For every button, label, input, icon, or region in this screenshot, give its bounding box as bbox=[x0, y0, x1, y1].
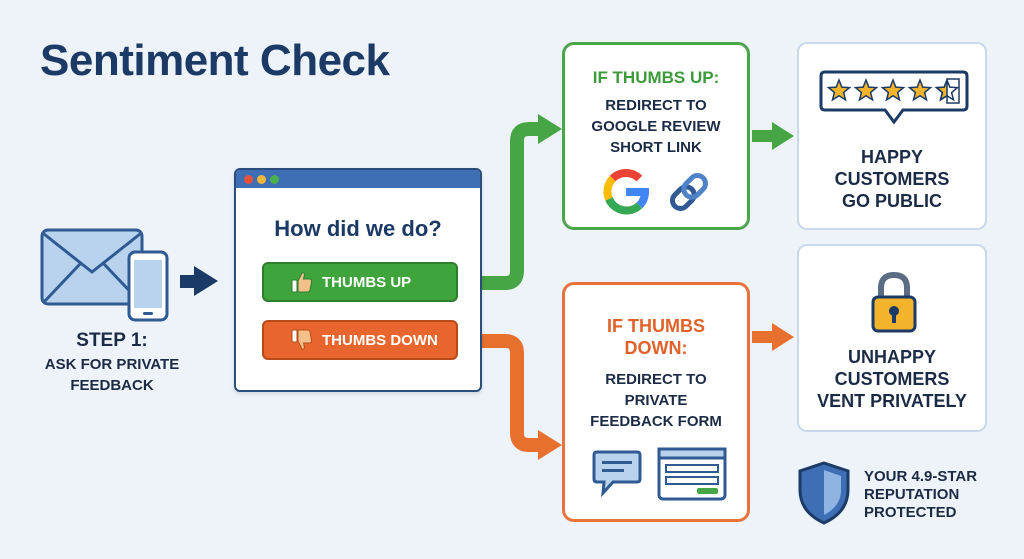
orange-result-arrow bbox=[752, 323, 794, 351]
green-result-arrow bbox=[752, 122, 794, 150]
page-title: Sentiment Check bbox=[40, 36, 390, 85]
window-dot-red bbox=[244, 175, 253, 184]
thumbs-up-button[interactable]: THUMBS UP bbox=[262, 262, 458, 302]
survey-question: How did we do? bbox=[274, 216, 442, 241]
thumbs-down-heading: IF THUMBS DOWN: bbox=[607, 316, 705, 358]
thumbs-up-icon bbox=[291, 272, 313, 293]
star-3 bbox=[880, 77, 906, 102]
unhappy-customers-text: UNHAPPY CUSTOMERS VENT PRIVATELY bbox=[817, 347, 967, 411]
star-4 bbox=[907, 77, 933, 102]
survey-window: How did we do? THUMBS UP THUMBS DOWN bbox=[234, 168, 482, 392]
phone-icon bbox=[127, 250, 169, 322]
star-2 bbox=[853, 77, 879, 102]
thumbs-up-action: REDIRECT TO GOOGLE REVIEW SHORT LINK bbox=[591, 97, 721, 156]
thumbs-down-button[interactable]: THUMBS DOWN bbox=[262, 320, 458, 360]
step-label: STEP 1: bbox=[76, 330, 148, 351]
star-outline bbox=[934, 77, 960, 102]
thumbs-down-panel: IF THUMBS DOWN: REDIRECT TO PRIVATE FEED… bbox=[562, 282, 750, 522]
star-rating-icon bbox=[819, 70, 969, 125]
form-window-icon bbox=[657, 447, 727, 501]
thumbs-up-panel: IF THUMBS UP: REDIRECT TO GOOGLE REVIEW … bbox=[562, 42, 750, 230]
browser-title-bar bbox=[236, 170, 480, 188]
google-logo-icon bbox=[603, 169, 649, 215]
happy-customers-text: HAPPY CUSTOMERS GO PUBLIC bbox=[834, 147, 950, 211]
thumbs-down-icon bbox=[291, 329, 313, 350]
happy-customers-card: HAPPY CUSTOMERS GO PUBLIC bbox=[797, 42, 987, 230]
padlock-icon bbox=[871, 271, 917, 333]
shield-icon bbox=[798, 461, 850, 525]
step-description: ASK FOR PRIVATE FEEDBACK bbox=[44, 356, 180, 394]
thumbs-up-heading: IF THUMBS UP: bbox=[592, 68, 720, 87]
orange-flow-arrow bbox=[458, 334, 562, 460]
thumbs-down-action: REDIRECT TO PRIVATE FEEDBACK FORM bbox=[590, 371, 722, 430]
link-chain-icon bbox=[670, 173, 708, 211]
window-dot-yellow bbox=[257, 175, 266, 184]
thumbs-down-label: THUMBS DOWN bbox=[322, 331, 438, 349]
thumbs-up-label: THUMBS UP bbox=[322, 273, 412, 291]
green-flow-arrow bbox=[458, 114, 562, 290]
arrow-right-icon bbox=[180, 266, 218, 296]
reputation-badge-text: YOUR 4.9-STAR REPUTATION PROTECTED bbox=[864, 468, 978, 521]
star-1 bbox=[826, 77, 852, 102]
step-1-caption: STEP 1: ASK FOR PRIVATE FEEDBACK bbox=[22, 330, 202, 396]
window-dot-green bbox=[270, 175, 279, 184]
unhappy-customers-card: UNHAPPY CUSTOMERS VENT PRIVATELY bbox=[797, 244, 987, 432]
chat-bubble-icon bbox=[592, 450, 642, 497]
